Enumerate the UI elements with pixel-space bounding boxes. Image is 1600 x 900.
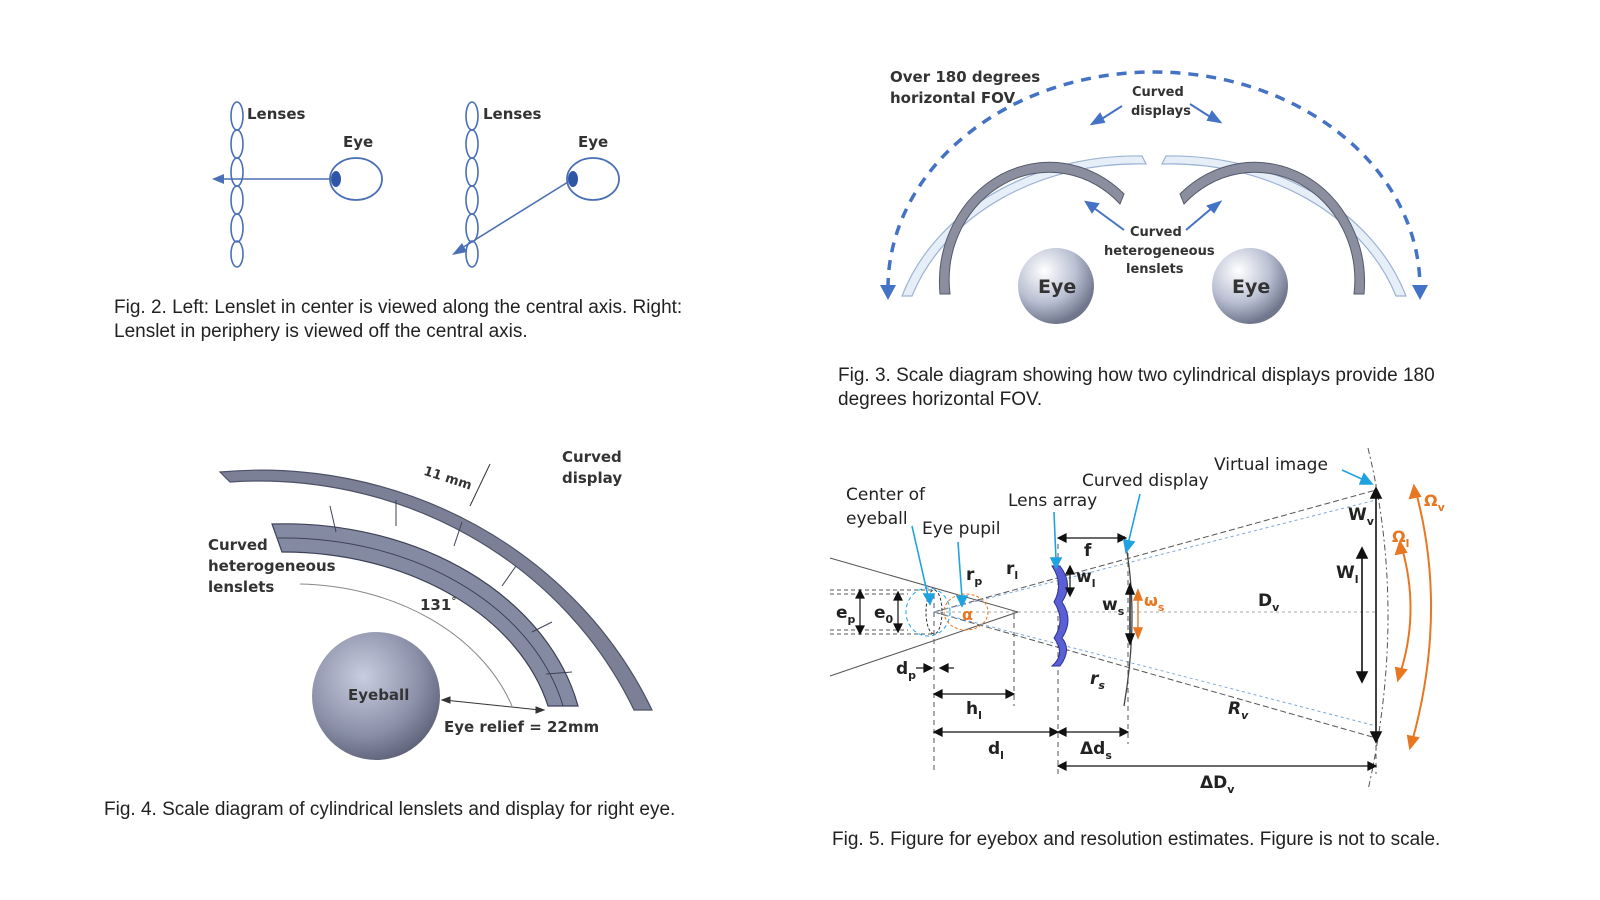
fig5-Wl-label: Wl (1336, 563, 1359, 586)
fig4-angle-value: 131 (420, 596, 451, 614)
fig3-displays-label-line1: Curved (1132, 85, 1184, 100)
fig5-wl-arrow (1355, 546, 1369, 684)
fig4-display-label-line2: display (562, 469, 622, 487)
fig5-center-label-line1: Center of (846, 485, 926, 505)
fig5-virtual-image-label: Virtual image (1214, 455, 1328, 475)
fig5-callout-arrows (911, 469, 1374, 608)
fig5-dimension-arrows (916, 533, 1378, 771)
fig3-caption-line1: Fig. 3. Scale diagram showing how two cy… (838, 365, 1435, 386)
fig2-left-lenses-label: Lenses (247, 105, 306, 123)
fig5-e0-label: e0 (874, 603, 894, 626)
fig3-displays-label-line2: displays (1131, 104, 1191, 119)
fig4-curved-lenslets (271, 523, 579, 707)
fig2-caption: Fig. 2. Left: Lenslet in center is viewe… (114, 296, 754, 344)
fig2-left-arrow (212, 174, 332, 184)
fig5-curved-display-arc (1123, 535, 1133, 707)
fig4-curved-display (218, 469, 653, 711)
fig5-center-label-line2: eyeball (846, 509, 908, 529)
fig5-ws-label: ws (1102, 595, 1125, 618)
fig5-omega-s-arrow (1132, 588, 1144, 640)
fig5-eye-center-circle (925, 589, 943, 635)
fig3-eye-right (1212, 248, 1288, 324)
fig5-caption: Fig. 5. Figure for eyebox and resolution… (832, 829, 1441, 850)
fig5-Omega-v-label: Ωv (1424, 491, 1446, 514)
fig4-lenslets-label-line2: heterogeneous (208, 557, 336, 575)
fig5-dds-label: Δds (1080, 739, 1112, 762)
fig2-right-eye-label: Eye (578, 133, 608, 151)
fig5-hl-label: hl (966, 699, 982, 722)
fig5-dDv-label: ΔDv (1200, 773, 1235, 796)
fig3-caption-line2: degrees horizontal FOV. (838, 389, 1043, 410)
fig3-lenslets-label-line1: Curved (1130, 225, 1182, 240)
fig3-fov-label-line1: Over 180 degrees (890, 68, 1040, 86)
fig3-fov-arc (880, 70, 1428, 300)
fig5-diagram: Center of eyeball Eye pupil Lens array C… (829, 447, 1446, 796)
fig5-f-label: f (1084, 541, 1092, 561)
fig5-curved-display-label: Curved display (1082, 471, 1209, 491)
fig2-caption-line1: Fig. 2. Left: Lenslet in center is viewe… (114, 297, 683, 318)
fig3-lenslets-label-line3: lenslets (1126, 262, 1184, 277)
fig3-diagram: Over 180 degrees horizontal FOV Curved d… (880, 68, 1428, 324)
fig3-lenslets-label-line2: heterogeneous (1104, 244, 1215, 259)
fig5-eye-pupil-label: Eye pupil (922, 519, 1000, 539)
fig4-diagram: 11 mm Curved display Curved heterogeneou… (208, 448, 653, 760)
fig5-Omega-l-label: Ωl (1392, 527, 1409, 550)
fig5-Dv-label: Dv (1258, 591, 1280, 614)
fig5-Wv-label: Wv (1348, 505, 1375, 528)
fig3-caption: Fig. 3. Scale diagram showing how two cy… (838, 364, 1518, 412)
fig5-omega-s-label: ωs (1144, 591, 1165, 614)
fig4-angle-label: 131° (420, 596, 456, 614)
fig5-eye-pupil-circle (905, 587, 951, 637)
fig3-displays-arrows (1089, 103, 1223, 126)
fig5-dl-label: dl (988, 739, 1004, 762)
fig3-fov-label-line2: horizontal FOV (890, 89, 1015, 107)
fig4-angle-arc (299, 583, 513, 707)
fig2-caption-line2: Lenslet in periphery is viewed off the c… (114, 321, 528, 342)
fig4-thickness-label: 11 mm (422, 464, 474, 494)
fig3-lenslets-arrows (1084, 200, 1223, 231)
fig2-left-lenses (230, 101, 244, 268)
fig5-rs-label: rs (1090, 669, 1105, 692)
fig5-wl-label: wl (1076, 567, 1096, 590)
fig5-lens-array-label: Lens array (1008, 491, 1097, 511)
fig4-lenslets-label-line1: Curved (208, 536, 268, 554)
fig5-Rv-label: Rv (1228, 699, 1249, 722)
fig2-right-eye (566, 157, 620, 201)
fig2-left-eye (329, 157, 383, 201)
fig5-rl-label: rl (1006, 559, 1018, 582)
fig5-ray-lines (829, 489, 1377, 739)
fig5-rp-label: rp (966, 565, 982, 588)
fig4-eye-relief-line (440, 696, 546, 714)
fig4-display-label-line1: Curved (562, 448, 622, 466)
fig5-dp-label: dp (896, 659, 916, 682)
fig4-lenslets-label-line3: lenslets (208, 578, 274, 596)
fig5-lens-array (1050, 565, 1069, 667)
fig2-right-arrow (452, 181, 569, 255)
fig4-angle-unit: ° (451, 596, 456, 607)
fig5-ep-e0-arrows (855, 588, 903, 636)
fig2-diagram: Lenses Eye Lenses Eye (212, 101, 620, 268)
fig4-eyeball (312, 632, 440, 760)
fig5-alpha-label: α (962, 605, 973, 624)
fig5-ep-label: ep (836, 603, 856, 626)
fig2-left-eye-label: Eye (343, 133, 373, 151)
fig3-left-lenslets (939, 161, 1125, 295)
fig3-eye-right-label: Eye (1232, 276, 1270, 298)
fig5-alpha-circle (943, 593, 989, 631)
fig5-ws-arrow (1124, 582, 1136, 646)
fig3-eye-left (1018, 248, 1094, 324)
fig5-wl-small-arrow (1065, 564, 1075, 598)
fig4-eye-relief-label: Eye relief = 22mm (444, 718, 599, 736)
fig4-eyeball-label: Eyeball (348, 686, 409, 704)
fig4-thickness-line (469, 463, 491, 507)
fig4-lenslet-dividers (277, 500, 573, 707)
fig2-right-lenses-label: Lenses (483, 105, 542, 123)
fig5-wv-arrow (1369, 486, 1383, 744)
fig5-omega-arcs (1394, 483, 1433, 751)
fig3-right-lenslets (1179, 161, 1365, 295)
fig3-eye-left-label: Eye (1038, 276, 1076, 298)
fig4-caption: Fig. 4. Scale diagram of cylindrical len… (104, 799, 676, 820)
